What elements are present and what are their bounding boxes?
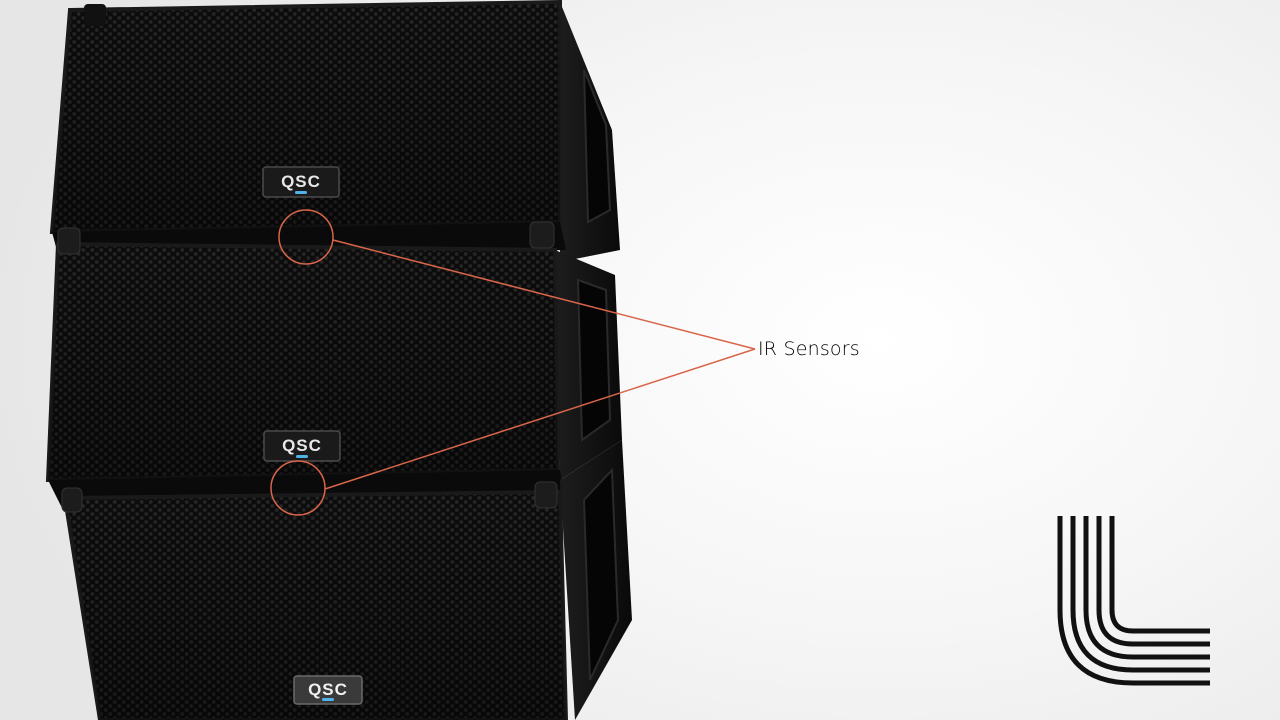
speaker-middle-led [296, 455, 308, 458]
speaker-bottom-badge: QSC [293, 675, 363, 705]
speaker-bottom: QSC [62, 440, 632, 720]
ir-sensor-circle-bottom [270, 460, 326, 516]
ir-sensors-label: IR Sensors [758, 338, 860, 360]
callout-line-bottom [324, 348, 756, 490]
callout-line-top [332, 239, 756, 350]
speaker-middle-brand: QSC [282, 436, 322, 455]
speaker-top-brand: QSC [281, 172, 321, 191]
speaker-middle-handle [576, 278, 612, 442]
ir-callout [270, 209, 756, 516]
speaker-bottom-led [322, 698, 334, 701]
speaker-top-shade [52, 2, 560, 232]
speaker-middle-shade [48, 244, 558, 480]
speaker-middle-badge: QSC [263, 430, 341, 462]
speaker-top-rigging [84, 4, 106, 26]
speaker-middle: QSC [45, 241, 622, 508]
ir-sensor-circle-top [278, 209, 334, 265]
speaker-bottom-brand: QSC [308, 680, 348, 699]
speaker-top-led [295, 191, 307, 194]
stacked-L-logo-icon [1057, 516, 1210, 686]
speaker-top-badge: QSC [262, 166, 340, 198]
speaker-bottom-shade [65, 492, 566, 720]
rigging-pins [57, 221, 558, 513]
speaker-bottom-handle [582, 467, 620, 681]
speaker-top: QSC [49, 0, 620, 262]
speaker-top-handle [583, 69, 612, 224]
